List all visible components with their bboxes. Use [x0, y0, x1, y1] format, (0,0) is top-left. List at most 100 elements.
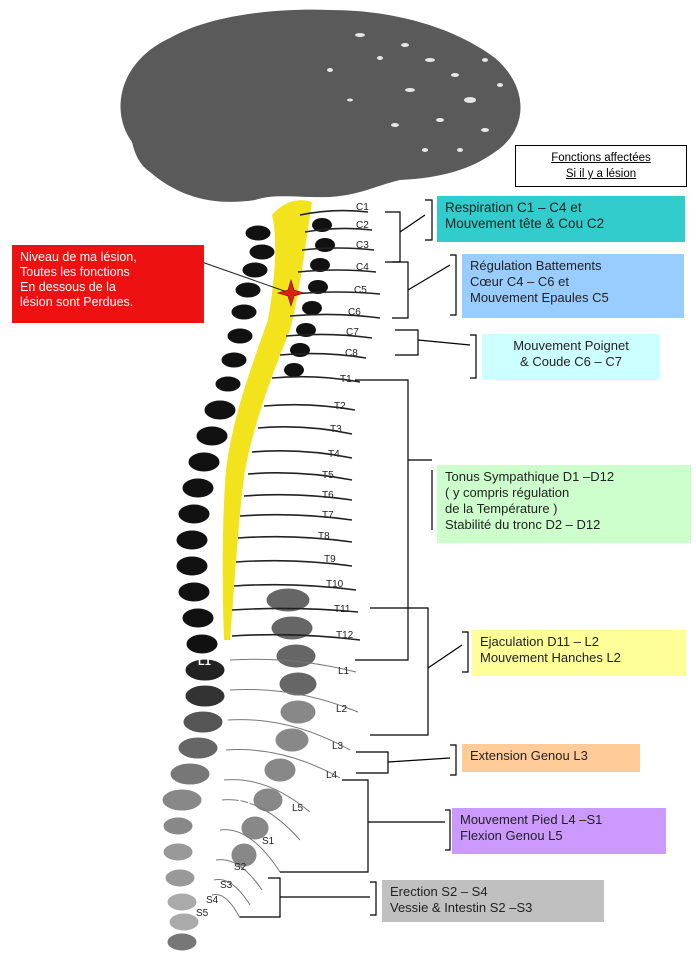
vertebra-label: L1	[338, 666, 350, 677]
function-line: Mouvement Pied L4 –S1	[460, 812, 658, 828]
vertebral-body	[253, 788, 283, 812]
function-line: Mouvement Poignet	[490, 338, 652, 354]
vertebral-body	[227, 328, 253, 344]
vertebra-label: L2	[336, 704, 348, 715]
vertebra-label: T8	[318, 531, 330, 542]
spinal-cord	[223, 200, 312, 640]
function-line: Respiration C1 – C4 et	[445, 200, 677, 216]
vertebra-label: T5	[322, 470, 334, 481]
function-line: Régulation Battements	[470, 258, 676, 274]
spinal-nerve	[286, 334, 372, 338]
vertebra-label: T1	[340, 374, 352, 385]
lesion-note: Niveau de ma lésion, Toutes les fonction…	[12, 245, 204, 323]
vertebral-body	[242, 262, 268, 278]
vertebral-body	[176, 556, 208, 576]
vertebral-body	[170, 763, 210, 785]
vertebral-body	[167, 933, 197, 951]
function-line: & Coude C6 – C7	[490, 354, 652, 370]
vertebral-body	[165, 869, 195, 887]
legend-affected-functions: Fonctions affectées Si il y a lésion	[515, 145, 687, 187]
vertebral-body	[249, 244, 275, 260]
vertebral-body	[167, 893, 197, 911]
vertebral-body	[204, 400, 236, 420]
vertebra-label: T7	[322, 510, 334, 521]
function-line: Mouvement tête & Cou C2	[445, 216, 677, 232]
vertebral-body	[185, 685, 225, 707]
vertebral-body	[169, 913, 199, 931]
spinal-nerve	[248, 473, 352, 480]
vertebral-body	[178, 737, 218, 759]
vertebral-body	[178, 582, 210, 602]
legend-line-2: Si il y a lésion	[516, 166, 686, 182]
function-foot-knee: Mouvement Pied L4 –S1 Flexion Genou L5	[452, 808, 666, 854]
vertebral-body	[182, 608, 214, 628]
vertebra-label: C5	[354, 285, 367, 296]
function-wrist-elbow: Mouvement Poignet & Coude C6 – C7	[482, 334, 660, 380]
spinal-nerve	[294, 292, 380, 294]
vertebral-body	[183, 711, 223, 733]
vertebral-body	[271, 616, 313, 640]
vertebra-label: T6	[322, 490, 334, 501]
vertebra-label: S1	[238, 797, 251, 809]
vertebra-label: C7	[346, 327, 359, 338]
vertebral-process	[284, 363, 304, 377]
function-line: ( y compris régulation	[445, 485, 683, 501]
vertebral-body	[280, 700, 316, 724]
vertebra-label: L3	[332, 741, 344, 752]
function-line: Stabilité du tronc D2 – D12	[445, 517, 683, 533]
vertebral-body	[162, 789, 202, 811]
vertebra-label: S5	[196, 908, 209, 919]
vertebral-body	[182, 478, 214, 498]
vertebra-label: L5	[292, 803, 304, 814]
spinal-nerve	[244, 495, 352, 500]
lesion-line: En dessous de la	[20, 280, 196, 295]
vertebral-body	[245, 225, 271, 241]
function-knee-extension: Extension Genou L3	[462, 744, 640, 772]
brain	[121, 10, 521, 202]
vertebral-body	[275, 728, 309, 752]
function-line: Ejaculation D11 – L2	[480, 634, 678, 650]
vertebra-label: S2	[234, 862, 247, 873]
vertebra-label: C8	[345, 348, 358, 359]
vertebral-process	[302, 301, 322, 315]
vertebral-body	[264, 758, 296, 782]
vertebra-label: L4	[326, 770, 338, 781]
vertebra-label: C4	[356, 262, 369, 273]
function-line: Vessie & Intestin S2 –S3	[390, 900, 596, 916]
function-line: de la Température )	[445, 501, 683, 517]
vertebra-label: T11	[334, 604, 351, 615]
vertebra-label: T12	[336, 630, 354, 641]
function-respiration: Respiration C1 – C4 et Mouvement tête & …	[437, 196, 685, 242]
lesion-line: Niveau de ma lésion,	[20, 250, 196, 265]
lesion-line: lésion sont Perdues.	[20, 295, 196, 310]
vertebral-body	[163, 817, 193, 835]
vertebral-body	[221, 352, 247, 368]
vertebral-body	[186, 634, 218, 654]
vertebral-body	[276, 644, 316, 668]
function-line: Erection S2 – S4	[390, 884, 596, 900]
vertebra-label: C3	[356, 240, 369, 251]
vertebral-body	[235, 282, 261, 298]
function-line: Tonus Sympathique D1 –D12	[445, 469, 683, 485]
vertebra-label: T10	[326, 579, 344, 590]
function-erection-bladder: Erection S2 – S4 Vessie & Intestin S2 –S…	[382, 880, 604, 922]
vertebra-label: T3	[330, 424, 342, 435]
legend-line-1: Fonctions affectées	[516, 150, 686, 166]
vertebral-body	[176, 530, 208, 550]
vertebra-label: T4	[328, 449, 340, 460]
vertebral-process	[290, 343, 310, 357]
vertebral-body	[178, 504, 210, 524]
vertebra-label: T9	[324, 554, 336, 565]
lesion-line: Toutes les fonctions	[20, 265, 196, 280]
function-sympathetic-tone: Tonus Sympathique D1 –D12 ( y compris ré…	[437, 465, 691, 543]
vertebra-label: C2	[356, 220, 369, 231]
function-heart-shoulders: Régulation Battements Cœur C4 – C6 et Mo…	[462, 254, 684, 318]
vertebral-body	[188, 452, 220, 472]
spinal-nerve	[290, 314, 380, 318]
function-ejaculation-hips: Ejaculation D11 – L2 Mouvement Hanches L…	[472, 630, 686, 676]
vertebral-body	[196, 426, 228, 446]
vertebral-body	[163, 843, 193, 861]
function-line: Cœur C4 – C6 et	[470, 274, 676, 290]
function-line: Flexion Genou L5	[460, 828, 658, 844]
vertebral-body	[231, 304, 257, 320]
